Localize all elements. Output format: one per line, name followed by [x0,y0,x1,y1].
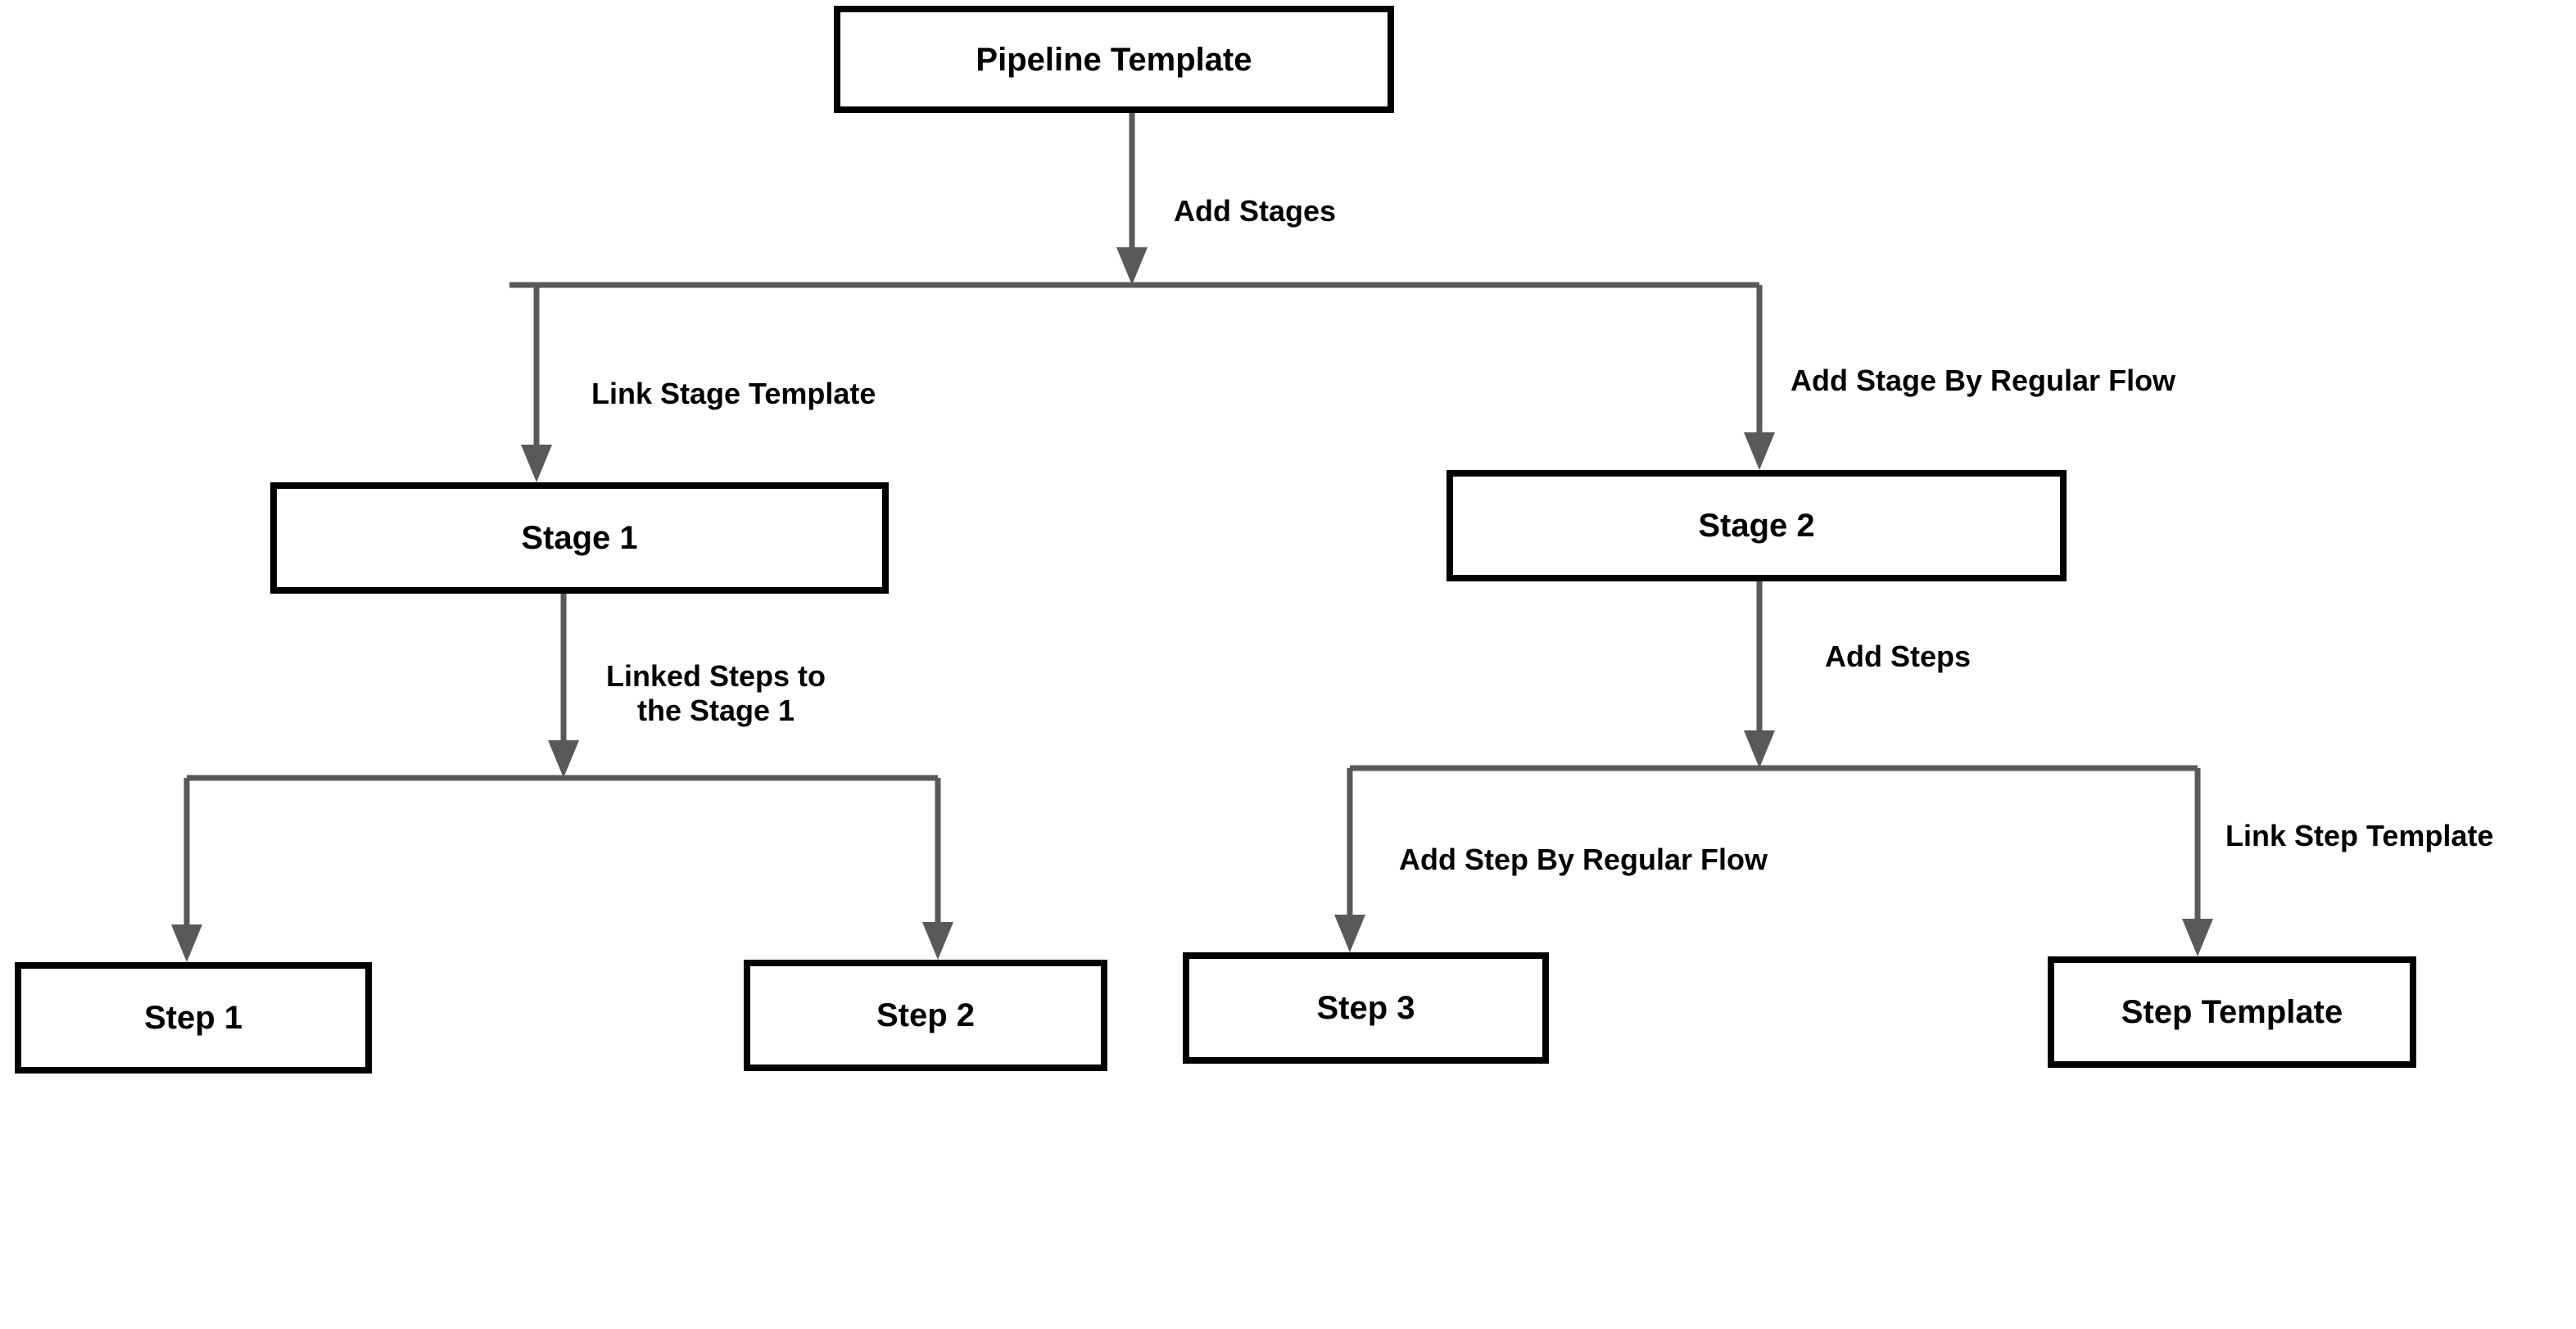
node-label-step-1: Step 1 [143,1000,243,1036]
arrowhead-split-to-step-template [2182,919,2213,956]
edge-label-add-stage-by-regular-flow: Add Stage By Regular Flow [1791,364,2176,397]
node-label-stage-1: Stage 1 [521,520,638,556]
arrowhead-split-to-stage-2 [1744,432,1775,470]
node-label-step-2: Step 2 [876,997,976,1033]
edge-label-add-steps: Add Steps [1825,640,1972,673]
node-stage-1[interactable]: Stage 1 [270,482,889,594]
arrowhead-stage-1-to-step-split [548,740,579,778]
node-label-pipeline-template: Pipeline Template [976,41,1252,78]
node-label-step-3: Step 3 [1316,990,1415,1026]
arrowhead-pipeline-to-split [1116,247,1148,285]
arrowhead-split-to-step-1 [171,924,202,962]
node-stage-2[interactable]: Stage 2 [1446,470,2067,581]
node-step-2[interactable]: Step 2 [744,960,1107,1071]
edge-label-link-stage-template: Link Stage Template [591,377,876,410]
arrowhead-stage-2-to-step-split [1744,730,1775,768]
node-pipeline-template[interactable]: Pipeline Template [834,6,1394,113]
edge-label-linked-steps-to-the-stage-1: Linked Steps to the Stage 1 [606,659,826,728]
node-step-template[interactable]: Step Template [2048,956,2416,1068]
edge-label-add-step-by-regular-flow: Add Step By Regular Flow [1399,843,1768,876]
arrowhead-split-to-step-2 [922,922,953,960]
node-step-3[interactable]: Step 3 [1183,952,1549,1064]
arrowhead-split-to-step-3 [1334,915,1365,952]
arrowhead-split-to-stage-1 [521,445,552,482]
edge-label-link-step-template: Link Step Template [2225,819,2494,852]
node-label-step-template: Step Template [2121,994,2343,1030]
node-label-stage-2: Stage 2 [1698,508,1815,544]
edge-label-add-stages: Add Stages [1174,194,1337,228]
node-step-1[interactable]: Step 1 [15,962,372,1074]
